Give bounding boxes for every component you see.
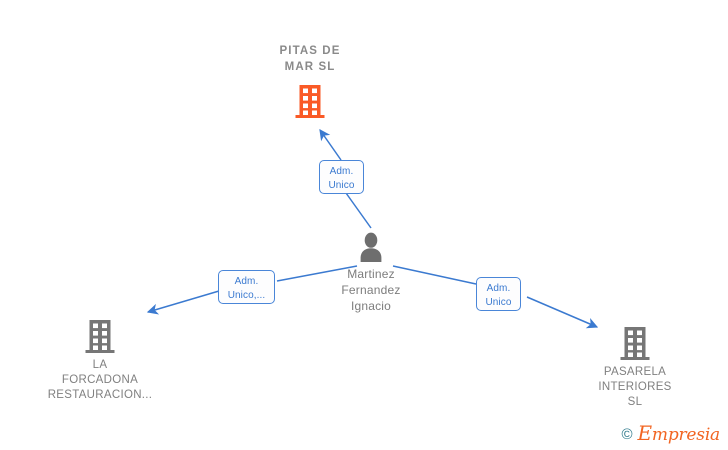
- root-company-title: PITAS DE MAR SL: [279, 45, 341, 73]
- edge-person-to-left-company-arrow: [146, 290, 220, 315]
- relation-label-left-company[interactable]: Adm. Unico,...: [218, 270, 275, 304]
- node-right-company[interactable]: PASARELA INTERIORES SL: [565, 325, 705, 410]
- left-company-title: LA FORCADONA RESTAURACION...: [47, 359, 153, 401]
- edge-person-to-root-company: [345, 192, 372, 229]
- watermark: © Empresia: [621, 423, 721, 445]
- person-name: Martinez Fernandez Ignacio: [341, 267, 401, 313]
- edge-person-to-root-company-arrow: [319, 129, 342, 161]
- node-root-company[interactable]: PITAS DE MAR SL: [240, 44, 380, 118]
- relation-label-root-company[interactable]: Adm. Unico: [319, 160, 364, 194]
- person-icon-wrap: [312, 230, 430, 262]
- right-company-icon-wrap: [565, 325, 705, 360]
- node-person[interactable]: Martinez Fernandez Ignacio: [312, 230, 430, 314]
- building-icon: [295, 85, 325, 118]
- building-icon: [85, 320, 115, 353]
- right-company-title: PASARELA INTERIORES SL: [598, 366, 672, 408]
- root-company-icon-wrap: [240, 84, 380, 118]
- node-left-company[interactable]: LA FORCADONA RESTAURACION...: [30, 318, 170, 403]
- relation-label-right-company[interactable]: Adm. Unico: [476, 277, 521, 311]
- brand-name: Empresia: [638, 423, 721, 445]
- edge-person-to-right-company-arrow: [526, 296, 599, 329]
- left-company-icon-wrap: [30, 318, 170, 353]
- person-icon: [360, 232, 382, 262]
- brand-initial: E: [637, 421, 653, 445]
- brand-rest: mpresia: [651, 425, 720, 445]
- copyright-icon: ©: [621, 426, 633, 443]
- building-icon: [620, 327, 650, 360]
